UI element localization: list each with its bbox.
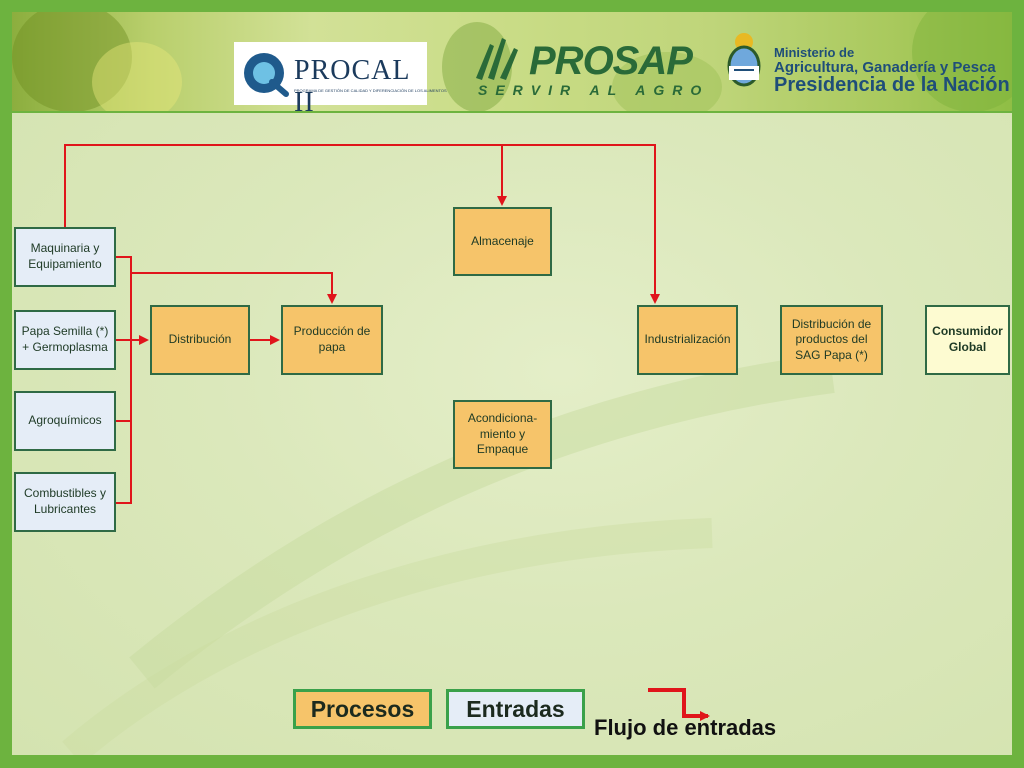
input-box: Agroquímicos bbox=[14, 391, 116, 451]
flow-arrow bbox=[64, 144, 660, 304]
process-label: Producción de papa bbox=[293, 324, 371, 354]
decor-vegetable bbox=[92, 42, 182, 111]
procal-name: PROCAL II bbox=[294, 55, 410, 111]
header-banner: PROCAL II PROGRAMA DE GESTIÓN DE CALIDAD… bbox=[12, 12, 1012, 111]
input-box: Papa Semilla (*) + Germoplasma bbox=[14, 310, 116, 370]
consumer-box: Consumidor Global bbox=[925, 305, 1010, 375]
ministerio-line-2: Agricultura, Ganadería y Pesca bbox=[774, 59, 996, 76]
legend-procesos: Procesos bbox=[293, 689, 432, 729]
process-industrializacion: Industrialización bbox=[637, 305, 738, 375]
process-distribucion-productos: Distribución de productos del SAG Papa (… bbox=[780, 305, 883, 375]
process-label: Industrialización bbox=[644, 332, 731, 347]
prosap-name: PROSAP bbox=[529, 39, 693, 83]
input-label: Combustibles y Lubricantes bbox=[23, 486, 107, 516]
ministerio-line-3: Presidencia de la Nación bbox=[774, 74, 1010, 96]
procal-q-icon bbox=[244, 53, 289, 97]
input-label: Maquinaria y Equipamiento bbox=[28, 241, 102, 271]
decor-vegetable bbox=[12, 12, 132, 111]
decor-vegetable bbox=[442, 22, 512, 111]
process-acondicionamiento: Acondiciona-miento y Empaque bbox=[453, 400, 552, 469]
flow-line bbox=[116, 256, 132, 504]
procal-subtitle: PROGRAMA DE GESTIÓN DE CALIDAD Y DIFEREN… bbox=[294, 88, 447, 93]
argentina-coat-of-arms-icon bbox=[727, 33, 761, 87]
input-box: Maquinaria y Equipamiento bbox=[14, 227, 116, 287]
legend-flow-arrow bbox=[648, 688, 710, 721]
procal-logo: PROCAL II PROGRAMA DE GESTIÓN DE CALIDAD… bbox=[234, 42, 447, 111]
process-label: Distribución de productos del SAG Papa (… bbox=[791, 316, 872, 362]
prosap-tagline: SERVIR AL AGRO bbox=[478, 82, 710, 98]
process-label: Acondiciona-miento y Empaque bbox=[467, 411, 538, 457]
decor-swirls bbox=[62, 353, 835, 755]
prosap-grass-icon bbox=[476, 38, 518, 80]
legend-flujo-label: Flujo de entradas bbox=[594, 715, 777, 740]
process-label: Almacenaje bbox=[471, 233, 534, 248]
process-almacenaje: Almacenaje bbox=[453, 207, 552, 276]
process-distribucion: Distribución bbox=[150, 305, 250, 375]
ministerio-line-1: Ministerio de bbox=[774, 45, 855, 60]
input-box: Combustibles y Lubricantes bbox=[14, 472, 116, 532]
input-label: Papa Semilla (*) + Germoplasma bbox=[21, 324, 109, 354]
process-label: Distribución bbox=[168, 332, 232, 347]
consumer-label: Consumidor Global bbox=[932, 324, 1003, 354]
input-label: Agroquímicos bbox=[28, 413, 102, 428]
decor-vegetable bbox=[612, 52, 722, 111]
legend-entradas: Entradas bbox=[446, 689, 585, 729]
decor-vegetable bbox=[912, 12, 1012, 111]
flow-arrow bbox=[131, 272, 337, 304]
process-produccion: Producción de papa bbox=[281, 305, 383, 375]
